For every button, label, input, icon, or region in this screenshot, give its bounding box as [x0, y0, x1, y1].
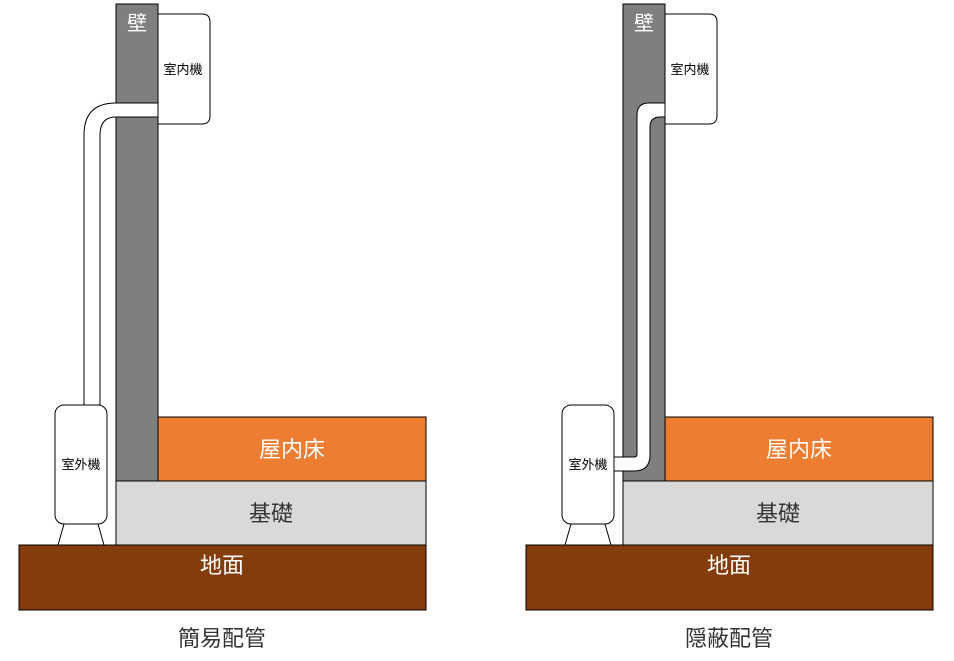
foundation-label: 基礎: [756, 502, 800, 527]
indoor-unit-label: 室内機: [163, 62, 202, 78]
ground-label: 地面: [200, 554, 244, 579]
wall-label: 壁: [634, 11, 654, 35]
foundation-label: 基礎: [249, 502, 293, 527]
foundation: [115, 480, 427, 546]
outdoor-unit-leg-right: [604, 523, 612, 546]
outdoor-unit: [54, 404, 108, 525]
wall-label: 壁: [127, 11, 147, 35]
diagram-caption: 簡易配管: [178, 627, 266, 652]
indoor-unit-label: 室内機: [670, 62, 709, 78]
diagram-concealed-piping: 壁 屋内床 基礎 地面 室内機 室外機 隠蔽配管: [525, 3, 934, 652]
indoor-floor: [157, 416, 427, 482]
ground: [18, 544, 427, 611]
indoor-floor-label: 屋内床: [766, 438, 832, 463]
outdoor-unit-leg-left: [564, 523, 572, 546]
outdoor-unit-leg-left: [57, 523, 65, 546]
outdoor-unit-label: 室外機: [568, 457, 607, 473]
indoor-unit: [157, 13, 211, 125]
outdoor-unit: [561, 404, 615, 525]
indoor-floor-label: 屋内床: [259, 438, 325, 463]
diagram-caption: 隠蔽配管: [685, 627, 773, 652]
outdoor-unit-label: 室外機: [61, 457, 100, 473]
indoor-unit: [664, 13, 718, 125]
foundation: [622, 480, 934, 546]
ground-label: 地面: [707, 554, 751, 579]
diagram-simple-piping: 壁 屋内床 基礎 地面 室内機 室外機 簡易配管: [18, 3, 427, 652]
wall: [115, 3, 159, 482]
indoor-floor: [664, 416, 934, 482]
outdoor-unit-leg-right: [97, 523, 105, 546]
ground: [525, 544, 934, 611]
